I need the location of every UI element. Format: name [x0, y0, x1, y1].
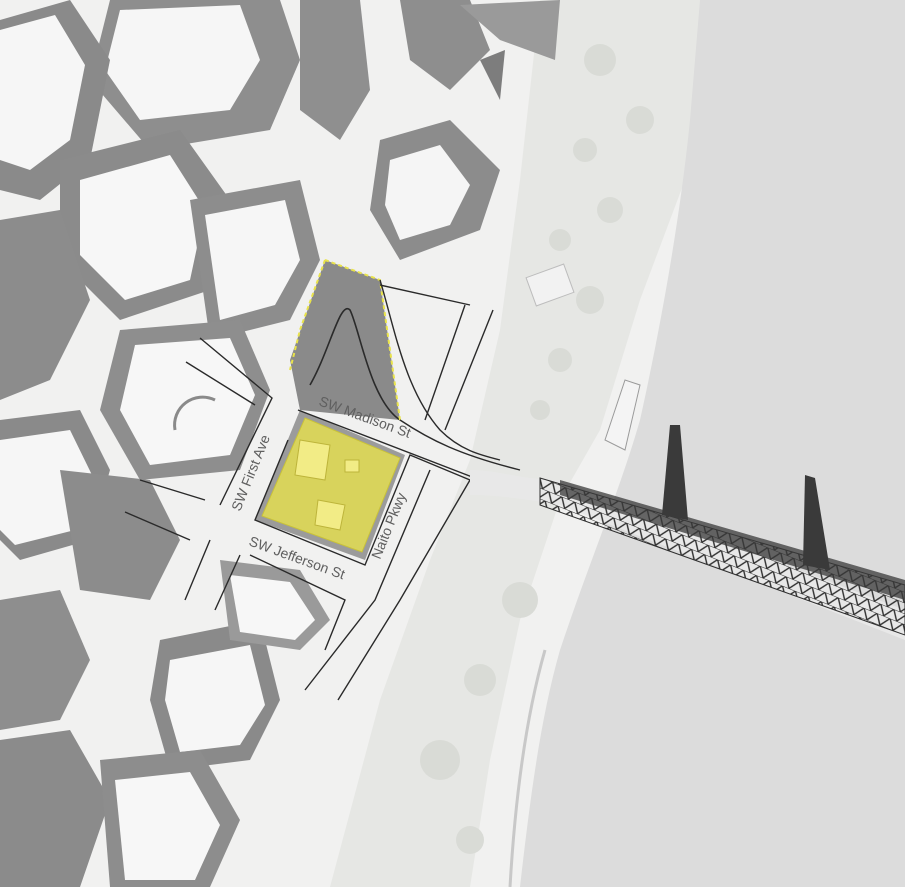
building-roof	[0, 15, 85, 170]
riverbank-wall	[508, 649, 547, 887]
building-roof	[385, 145, 470, 240]
building	[400, 0, 490, 90]
building-roof	[80, 155, 205, 300]
building-roof	[165, 645, 265, 752]
building	[300, 0, 370, 140]
site-highlight[interactable]	[261, 417, 401, 553]
building	[0, 590, 90, 730]
building	[0, 730, 110, 887]
bridge-towers	[662, 425, 830, 570]
boat	[604, 379, 641, 451]
park-trees	[420, 44, 654, 854]
river	[520, 0, 905, 887]
street-lines	[124, 279, 521, 701]
building-dome	[173, 395, 216, 431]
building-roof	[205, 200, 300, 320]
building	[60, 470, 180, 600]
building-roof	[105, 5, 260, 120]
bridge-approach	[470, 470, 905, 640]
building-roof	[230, 575, 315, 640]
site-rooftops	[294, 439, 360, 531]
building-roof	[115, 772, 220, 880]
buildings	[0, 0, 641, 887]
madison-ramp-curve	[309, 307, 401, 421]
waterfront-park	[330, 0, 720, 887]
park-building	[525, 263, 575, 307]
building	[480, 50, 505, 100]
building	[460, 0, 560, 60]
bridge-roadway	[560, 480, 905, 600]
building	[0, 210, 90, 400]
madison-area-outline-left	[289, 259, 326, 371]
